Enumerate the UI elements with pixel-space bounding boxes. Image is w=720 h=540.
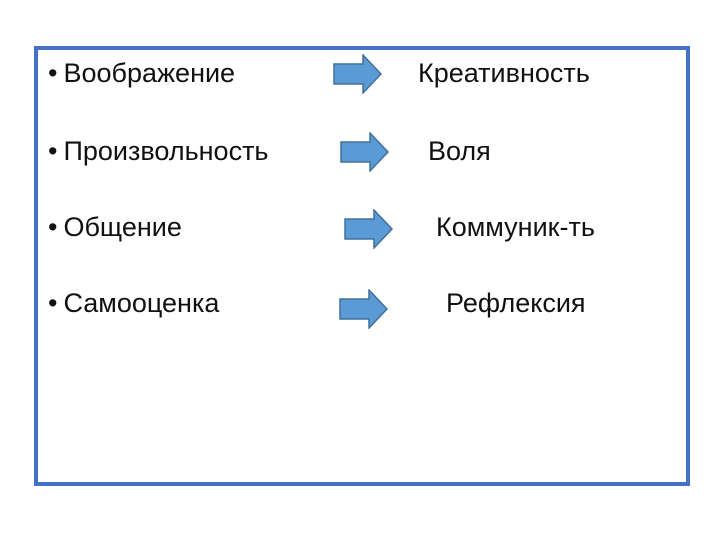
left-concept-1: •Воображение bbox=[48, 51, 235, 95]
slide-frame bbox=[34, 46, 690, 486]
left-concept-label: Произвольность bbox=[63, 136, 269, 166]
concept-row-4: •Самооценка Рефлексия bbox=[0, 281, 720, 329]
right-concept-3: Коммуник-ть bbox=[436, 212, 595, 242]
right-arrow-icon bbox=[333, 54, 383, 94]
left-concept-2: •Произвольность bbox=[48, 129, 269, 173]
right-concept-4: Рефлексия bbox=[446, 288, 586, 318]
concept-row-2: •Произвольность Воля bbox=[0, 129, 720, 173]
right-arrow-icon bbox=[344, 209, 394, 249]
bullet-icon: • bbox=[48, 212, 58, 242]
concept-row-1: •Воображение Креативность bbox=[0, 51, 720, 95]
right-arrow-icon bbox=[340, 132, 390, 172]
right-arrow-icon bbox=[339, 289, 389, 329]
left-concept-label: Воображение bbox=[63, 58, 236, 88]
right-concept-1: Креативность bbox=[418, 58, 590, 88]
bullet-icon: • bbox=[48, 136, 58, 166]
bullet-icon: • bbox=[48, 58, 58, 88]
left-concept-4: •Самооценка bbox=[48, 281, 219, 325]
right-concept-2: Воля bbox=[428, 136, 491, 166]
left-concept-label: Самооценка bbox=[63, 288, 220, 318]
bullet-icon: • bbox=[48, 288, 58, 318]
concept-row-3: •Общение Коммуник-ть bbox=[0, 205, 720, 249]
left-concept-3: •Общение bbox=[48, 205, 182, 249]
left-concept-label: Общение bbox=[63, 212, 182, 242]
